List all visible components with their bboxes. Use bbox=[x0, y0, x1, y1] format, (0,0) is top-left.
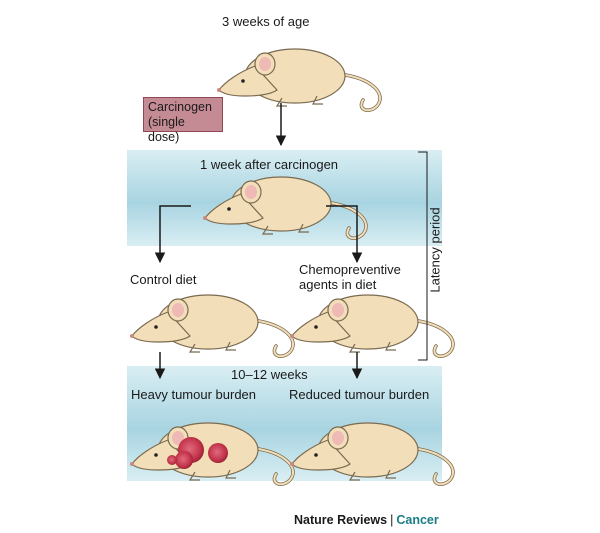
label-reduced-burden: Reduced tumour burden bbox=[289, 387, 430, 402]
carcinogen-dose-label: (single dose) bbox=[148, 115, 185, 144]
tumour-medium bbox=[208, 443, 228, 463]
mouse-week-one bbox=[201, 175, 368, 241]
label-weeks: 10–12 weeks bbox=[231, 367, 308, 382]
tumour-tiny bbox=[167, 455, 177, 465]
label-control-diet: Control diet bbox=[130, 272, 197, 287]
mouse-chemopreventive bbox=[288, 293, 455, 359]
label-three-weeks: 3 weeks of age bbox=[222, 14, 310, 29]
footer-journal: Nature Reviews bbox=[294, 513, 388, 527]
footer-credit: Nature Reviews|Cancer bbox=[294, 513, 439, 527]
footer-section: Cancer bbox=[396, 513, 439, 527]
label-agents-in-diet: agents in diet bbox=[299, 277, 377, 292]
mouse-reduced-tumour bbox=[288, 421, 455, 487]
arrow-to-chemo bbox=[326, 205, 363, 264]
mouse-start bbox=[215, 47, 382, 113]
footer-separator: | bbox=[390, 513, 394, 527]
label-one-week: 1 week after carcinogen bbox=[200, 157, 339, 172]
mouse-control bbox=[128, 293, 295, 359]
label-chemopreventive: Chemopreventive bbox=[299, 262, 401, 277]
latency-bracket bbox=[418, 151, 428, 361]
label-heavy-burden: Heavy tumour burden bbox=[131, 387, 257, 402]
carcinogen-label: Carcinogen bbox=[148, 100, 212, 114]
arrow-to-control bbox=[154, 205, 191, 264]
tumour-small bbox=[175, 451, 193, 469]
carcinogen-box: Carcinogen (single dose) bbox=[143, 97, 223, 144]
label-latency-period: Latency period bbox=[427, 207, 443, 293]
